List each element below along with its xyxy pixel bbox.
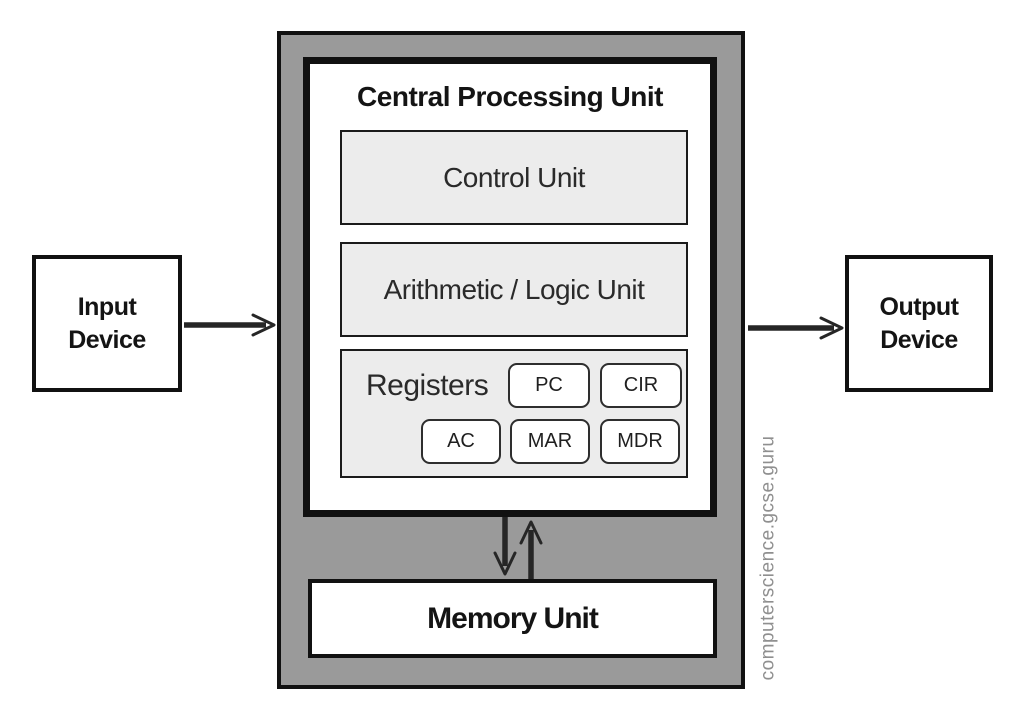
register-mar: MAR bbox=[510, 419, 590, 464]
cpu-title: Central Processing Unit bbox=[357, 81, 663, 112]
output-device-box: Output Device bbox=[845, 255, 993, 392]
register-cir: CIR bbox=[600, 363, 682, 408]
control-unit-box: Control Unit bbox=[340, 130, 688, 225]
register-pc: PC bbox=[508, 363, 590, 408]
input-to-cpu-arrow bbox=[184, 313, 276, 337]
alu-box: Arithmetic / Logic Unit bbox=[340, 242, 688, 337]
register-mdr: MDR bbox=[600, 419, 680, 464]
register-ac: AC bbox=[421, 419, 501, 464]
memory-unit-box: Memory Unit bbox=[308, 579, 717, 658]
cpu-to-output-arrow bbox=[748, 316, 844, 340]
registers-label: Registers bbox=[366, 368, 489, 402]
input-device-box: Input Device bbox=[32, 255, 182, 392]
registers-box: Registers PC CIR AC MAR MDR bbox=[340, 349, 688, 478]
watermark: computerscience.gcse.guru bbox=[757, 435, 778, 681]
